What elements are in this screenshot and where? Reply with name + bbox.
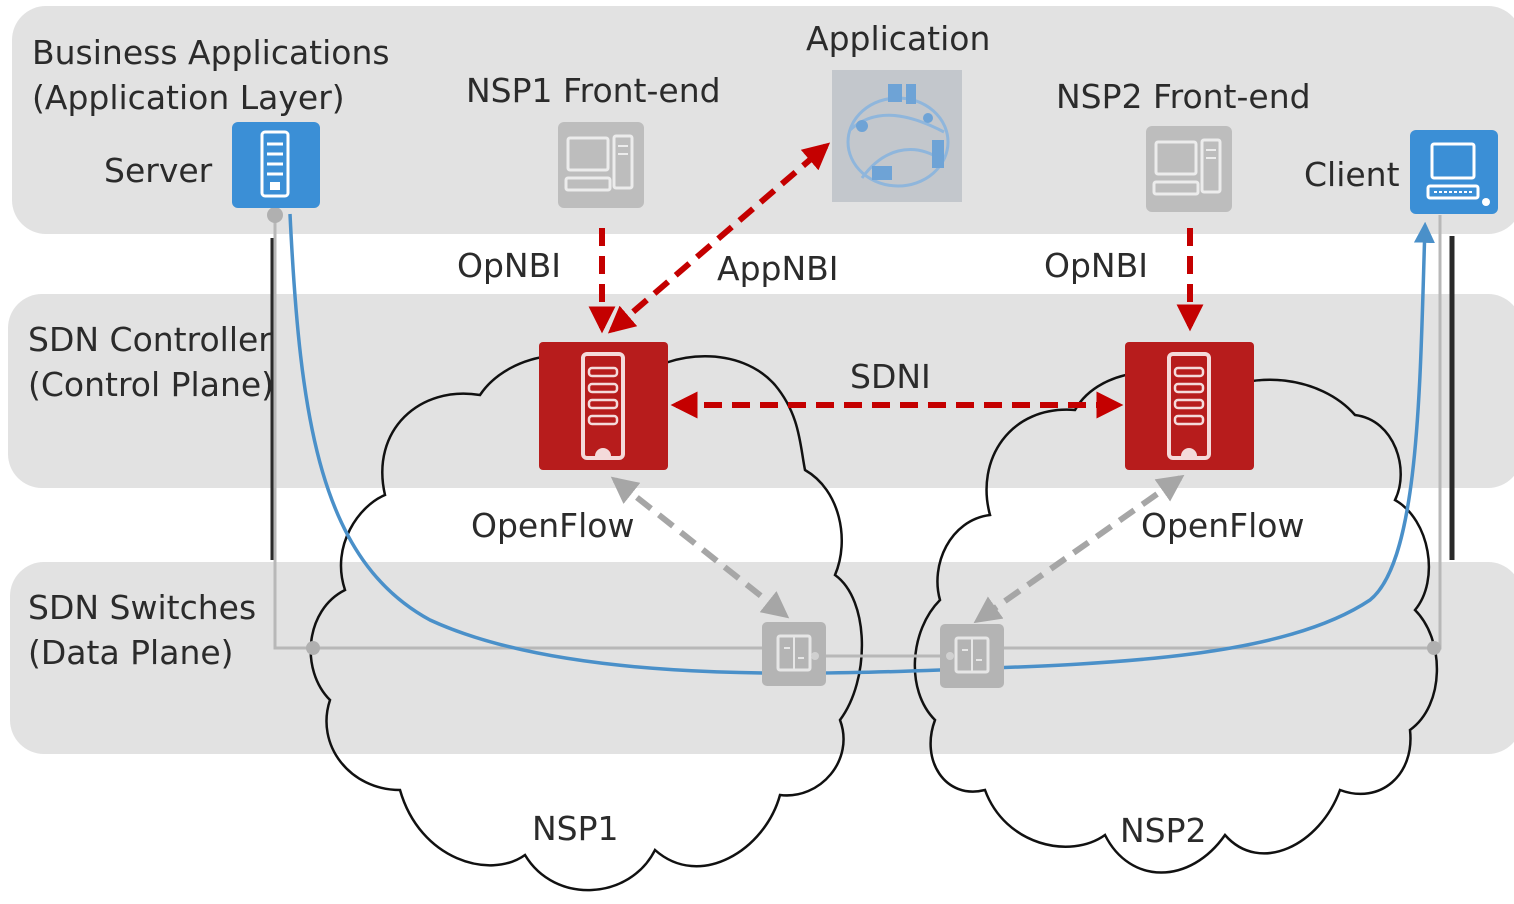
nsp1-front-end-label: NSP1 Front-end bbox=[466, 71, 721, 110]
nsp1-controller-server-icon bbox=[539, 342, 668, 470]
opnbi-right-label: OpNBI bbox=[1044, 246, 1148, 285]
appnbi-arrow bbox=[607, 142, 831, 334]
nsp2-front-end-computer-icon bbox=[1146, 126, 1232, 212]
server-icon bbox=[232, 122, 320, 208]
nsp2-cloud bbox=[913, 370, 1439, 874]
server-label: Server bbox=[104, 151, 213, 190]
end-to-end-path bbox=[288, 213, 1435, 675]
openflow-left-label: OpenFlow bbox=[471, 506, 635, 545]
sdni-label: SDNI bbox=[850, 357, 931, 396]
appnbi-label: AppNBI bbox=[717, 249, 839, 288]
openflow-left-arrow bbox=[610, 476, 790, 619]
server-link-dot bbox=[267, 207, 283, 223]
server-access-link bbox=[273, 215, 770, 650]
nsp2-controller-server-icon bbox=[1125, 342, 1254, 470]
data-plane-label: SDN Switches (Data Plane) bbox=[28, 588, 257, 672]
application-layer-label: Business Applications (Application Layer… bbox=[32, 33, 390, 117]
nsp2-front-end-label: NSP2 Front-end bbox=[1056, 77, 1311, 116]
client-computer-icon bbox=[1410, 130, 1498, 214]
opnbi-left-label: OpNBI bbox=[457, 246, 561, 285]
openflow-right-arrow bbox=[973, 474, 1185, 624]
network-map-icon bbox=[832, 70, 962, 202]
client-label: Client bbox=[1304, 155, 1400, 194]
control-plane-label: SDN Controller (Control Plane) bbox=[28, 320, 275, 404]
openflow-right-label: OpenFlow bbox=[1141, 506, 1305, 545]
application-label: Application bbox=[806, 19, 991, 58]
nsp1-switch-icon bbox=[762, 622, 826, 686]
client-link-dot-bottom bbox=[1427, 641, 1441, 655]
nsp1-front-end-computer-icon bbox=[558, 122, 644, 208]
nsp1-cloud-label: NSP1 bbox=[532, 809, 619, 848]
server-link-dot-bottom bbox=[306, 641, 320, 655]
nsp1-cloud bbox=[309, 353, 864, 892]
nsp2-cloud-label: NSP2 bbox=[1120, 811, 1207, 850]
nsp2-switch-icon bbox=[940, 624, 1004, 688]
